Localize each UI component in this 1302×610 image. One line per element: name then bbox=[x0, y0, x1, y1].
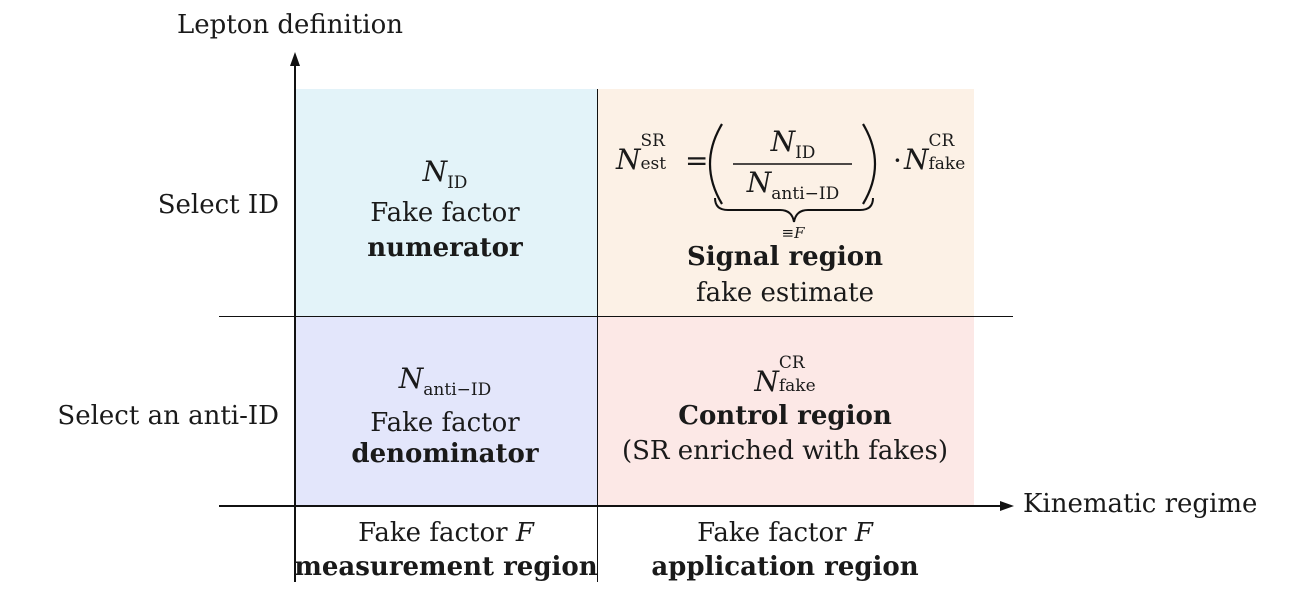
quadrant-control-region bbox=[597, 316, 974, 506]
left-paren bbox=[708, 123, 723, 205]
column-left-line1: Fake factor F bbox=[358, 518, 534, 548]
y-axis-line bbox=[294, 62, 296, 582]
x-axis-arrowhead bbox=[1000, 501, 1014, 511]
x-axis-label: Kinematic regime bbox=[1023, 489, 1258, 519]
underbrace bbox=[714, 197, 874, 223]
quadrant-signal-region bbox=[597, 89, 974, 316]
cell-br-line1: Control region bbox=[678, 401, 892, 431]
quadrant-anti-id-measurement bbox=[295, 316, 597, 506]
cell-tr-line2: fake estimate bbox=[695, 278, 875, 308]
row-label-select-id: Select ID bbox=[157, 190, 279, 220]
n-anti-id-symbol: Nanti−ID bbox=[398, 362, 492, 400]
horizontal-divider bbox=[219, 316, 1013, 317]
y-axis-label: Lepton definition bbox=[177, 10, 404, 40]
quadrant-id-measurement bbox=[295, 89, 597, 316]
cell-tl-line2: numerator bbox=[367, 233, 523, 263]
cell-bl-line1: Fake factor bbox=[370, 408, 520, 438]
row-label-select-anti-id: Select an anti-ID bbox=[57, 401, 279, 431]
column-right-line1: Fake factor F bbox=[697, 518, 873, 548]
cell-bl-line2: denominator bbox=[351, 439, 539, 469]
fraction-numerator: NID bbox=[770, 125, 816, 163]
fraction-denominator: Nanti−ID bbox=[746, 166, 840, 204]
y-axis-arrowhead bbox=[290, 52, 300, 66]
vertical-divider bbox=[597, 89, 598, 582]
right-paren bbox=[862, 123, 877, 205]
n-id-symbol: NID bbox=[422, 155, 468, 193]
cell-br-line2: (SR enriched with fakes) bbox=[621, 436, 949, 466]
column-right-line2: application region bbox=[651, 552, 919, 582]
equals-sign: = bbox=[685, 144, 709, 177]
cell-tl-line1: Fake factor bbox=[370, 198, 520, 228]
column-left-line2: measurement region bbox=[294, 552, 598, 582]
x-axis-line bbox=[219, 505, 1004, 507]
cell-tr-line1: Signal region bbox=[686, 242, 884, 272]
multiply-dot: · bbox=[893, 144, 902, 177]
brace-label: ≡F bbox=[781, 224, 805, 242]
